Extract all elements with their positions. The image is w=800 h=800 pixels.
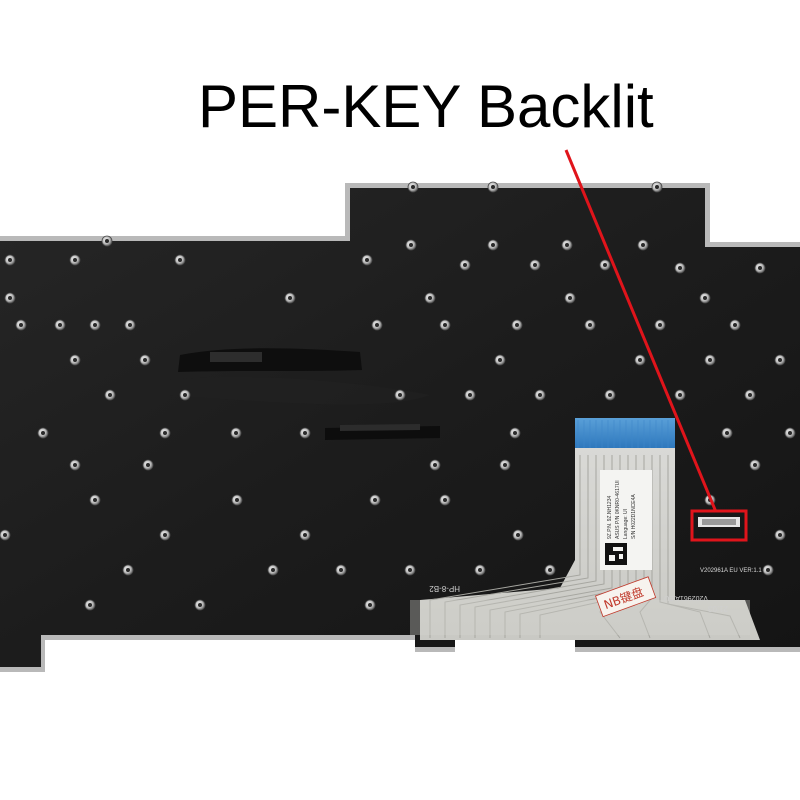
sticker-line-3: Language: UI [623, 509, 629, 539]
mounting-hole-center [41, 431, 45, 435]
mounting-hole-center [503, 463, 507, 467]
mounting-hole-center [19, 323, 23, 327]
mounting-hole-center [105, 239, 109, 243]
mounting-hole-center [491, 185, 495, 189]
mounting-hole-center [183, 393, 187, 397]
mounting-hole-center [373, 498, 377, 502]
mounting-hole-center [468, 393, 472, 397]
mounting-hole-center [498, 358, 502, 362]
mounting-hole-center [73, 463, 77, 467]
cable-part-code: HP-8-B2 [429, 584, 460, 593]
mounting-hole-center [708, 358, 712, 362]
mounting-hole-center [515, 323, 519, 327]
ribbon-blue-tab [575, 418, 675, 448]
mounting-hole-center [303, 533, 307, 537]
mounting-hole-center [655, 185, 659, 189]
board-code-rotated: V202961A EU [664, 594, 708, 601]
mounting-hole-center [88, 603, 92, 607]
foil-wrinkles [170, 348, 440, 440]
mounting-hole-center [678, 393, 682, 397]
mounting-hole-center [234, 431, 238, 435]
mounting-hole-center [491, 243, 495, 247]
mounting-holes [0, 181, 796, 611]
mounting-hole-center [143, 358, 147, 362]
mounting-hole-center [271, 568, 275, 572]
mounting-hole-center [428, 296, 432, 300]
mounting-hole-center [178, 258, 182, 262]
mounting-hole-center [8, 258, 12, 262]
mounting-hole-center [126, 568, 130, 572]
mounting-hole-center [433, 463, 437, 467]
mounting-hole-center [703, 296, 707, 300]
mounting-hole-center [163, 431, 167, 435]
highlight-box [690, 509, 748, 542]
mounting-hole-center [733, 323, 737, 327]
mounting-hole-center [638, 358, 642, 362]
mounting-hole-center [3, 533, 7, 537]
ribbon-cable [410, 418, 760, 640]
mounting-hole-center [408, 568, 412, 572]
mounting-hole-center [73, 258, 77, 262]
mounting-hole-center [128, 323, 132, 327]
mounting-hole-center [409, 243, 413, 247]
mounting-hole-center [588, 323, 592, 327]
mounting-hole-center [608, 393, 612, 397]
sticker-line-1: 9Z.P.N. 9Z.NH1234 [607, 496, 613, 539]
mounting-hole-center [758, 266, 762, 270]
mounting-hole-center [538, 393, 542, 397]
mounting-hole-center [365, 258, 369, 262]
mounting-hole-center [565, 243, 569, 247]
mounting-hole-center [658, 323, 662, 327]
mounting-hole-center [108, 393, 112, 397]
sticker-line-2: ASUS P/N 0KNR0-4617UI [615, 480, 621, 539]
mounting-hole-center [58, 323, 62, 327]
mounting-hole-center [375, 323, 379, 327]
mounting-hole-center [678, 266, 682, 270]
mounting-hole-center [198, 603, 202, 607]
mounting-hole-center [73, 358, 77, 362]
mounting-hole-center [288, 296, 292, 300]
mounting-hole-center [235, 498, 239, 502]
mounting-hole-center [603, 263, 607, 267]
callout-pointer [564, 149, 718, 513]
mounting-hole-center [516, 533, 520, 537]
mounting-hole-center [146, 463, 150, 467]
mounting-hole-center [339, 568, 343, 572]
mounting-hole-center [443, 498, 447, 502]
mounting-hole-center [303, 431, 307, 435]
mounting-hole-center [411, 185, 415, 189]
mounting-hole-center [778, 533, 782, 537]
mounting-hole-center [766, 568, 770, 572]
per-key-backlit-title: PER-KEY Backlit [198, 73, 654, 140]
mounting-hole-center [641, 243, 645, 247]
mounting-hole-center [368, 603, 372, 607]
mounting-hole-center [398, 393, 402, 397]
mounting-hole-center [93, 498, 97, 502]
mounting-hole-center [533, 263, 537, 267]
sticker-line-4: S/N H022D1NCE4A [631, 494, 637, 539]
mounting-hole-center [788, 431, 792, 435]
mounting-hole-center [8, 296, 12, 300]
mounting-hole-center [748, 393, 752, 397]
mounting-hole-center [568, 296, 572, 300]
mounting-hole-center [463, 263, 467, 267]
mounting-hole-center [753, 463, 757, 467]
part-label-sticker: 9Z.P.N. 9Z.NH1234 ASUS P/N 0KNR0-4617UI … [600, 470, 652, 570]
board-version-code: V202961A EU VER:1.1 [700, 568, 762, 574]
mounting-hole-center [513, 431, 517, 435]
mounting-hole-center [548, 568, 552, 572]
mounting-hole-center [93, 323, 97, 327]
mounting-hole-center [778, 358, 782, 362]
mounting-hole-center [163, 533, 167, 537]
mounting-hole-center [478, 568, 482, 572]
ribbon-body [420, 448, 760, 640]
mounting-hole-center [443, 323, 447, 327]
mounting-hole-center [725, 431, 729, 435]
date-stamp: 21:03 [707, 604, 728, 613]
